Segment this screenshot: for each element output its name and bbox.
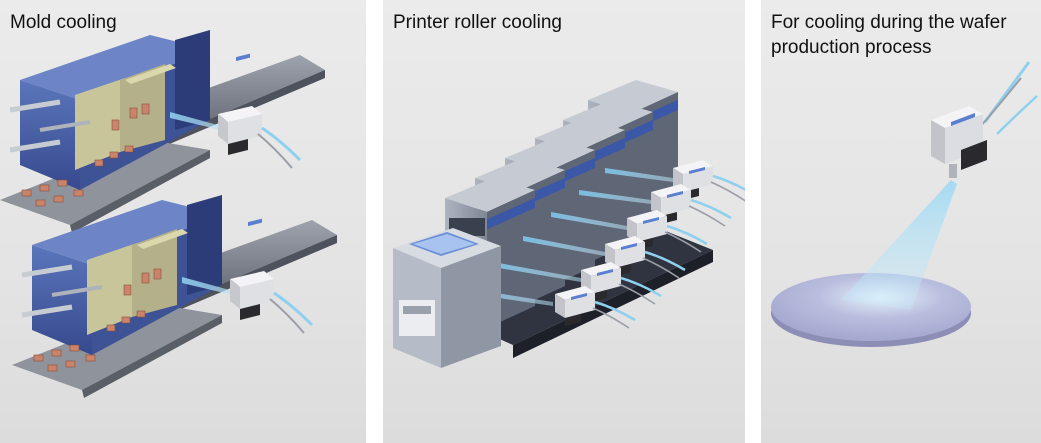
mold-cooling-illustration [0,0,366,443]
panel-caption-mold-cooling: Mold cooling [10,12,117,33]
printer-roller-cooling-panel: Printer roller cooling [383,0,745,443]
wafer-cooling-panel: For cooling during the wafer production … [761,0,1041,443]
panel-caption-wafer-cooling: For cooling during the wafer production … [771,12,1007,58]
panel-caption-printer-roller-cooling: Printer roller cooling [393,12,562,33]
printer-roller-cooling-illustration [393,80,745,368]
wafer-cooling-illustration [771,61,1038,347]
mold-cooling-panel: Mold cooling [0,0,366,443]
